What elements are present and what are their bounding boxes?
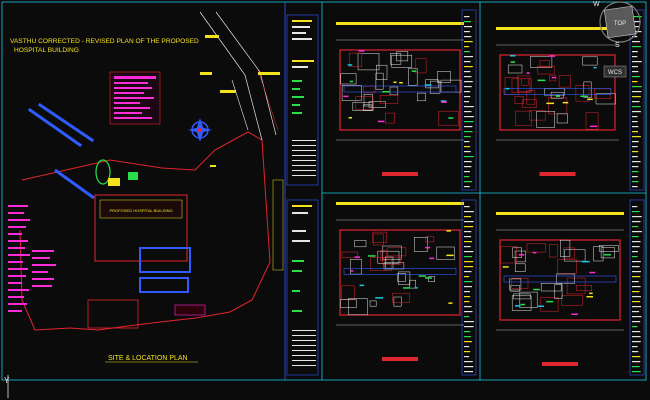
floor-plans[interactable] [336, 22, 624, 366]
parking-row-lower [54, 168, 95, 200]
site-boundary [19, 131, 271, 331]
section-callout-box [272, 179, 284, 271]
area-schedule [286, 199, 319, 376]
parking-block-east [139, 247, 191, 273]
viewcube-south[interactable]: S [615, 42, 620, 49]
third-floor-plan[interactable] [496, 212, 624, 366]
first-floor-plan[interactable] [496, 27, 619, 176]
door-window-schedule [286, 14, 319, 186]
ucs-y-axis: Y [4, 376, 10, 385]
site-marker-green [128, 172, 138, 180]
sheet-frames [1, 1, 647, 381]
drawing-title-line-2: HOSPITAL BUILDING [14, 47, 79, 54]
wcs-menu-button[interactable] [603, 65, 627, 78]
site-marker [108, 178, 120, 186]
schedule-text-rows [292, 20, 316, 366]
viewcube-face[interactable] [603, 5, 637, 39]
tree-marker [95, 159, 111, 185]
ground-floor-plan[interactable] [336, 22, 464, 176]
ucs-icon: Y [4, 375, 10, 398]
site-plan-label: SITE & LOCATION PLAN [108, 355, 188, 362]
drawing-title-line-1: VASTHU CORRECTED - REVISED PLAN OF THE P… [10, 38, 199, 45]
main-block-label: PROPOSED HOSPITAL BUILDING [109, 208, 172, 213]
parking-block-southwest [87, 299, 139, 329]
parking-block-south [139, 277, 189, 293]
legend-strips [461, 9, 645, 376]
viewcube[interactable]: TOP W S WCS [593, 1, 641, 78]
viewcube-ring[interactable] [599, 1, 641, 43]
schedule-column[interactable] [272, 14, 319, 376]
viewcube-west[interactable]: W [593, 1, 600, 8]
legend-strip-rows [464, 16, 642, 373]
site-legend-rows [114, 76, 156, 119]
road-spur [231, 79, 249, 131]
gate-tag [174, 304, 206, 316]
road-labels [200, 35, 280, 167]
north-arrow-icon [188, 118, 212, 142]
main-block-label-box [99, 199, 183, 219]
wcs-label: WCS [608, 70, 622, 76]
access-road [199, 11, 263, 141]
area-statement-table [8, 205, 56, 312]
outer-sheet-border [1, 1, 647, 381]
parking-row-upper [27, 102, 95, 148]
viewcube-top-label: TOP [614, 21, 626, 27]
second-floor-plan[interactable] [336, 202, 464, 361]
road-centre-line [257, 69, 279, 131]
site-plan[interactable]: PROPOSED HOSPITAL BUILDING [8, 11, 280, 363]
